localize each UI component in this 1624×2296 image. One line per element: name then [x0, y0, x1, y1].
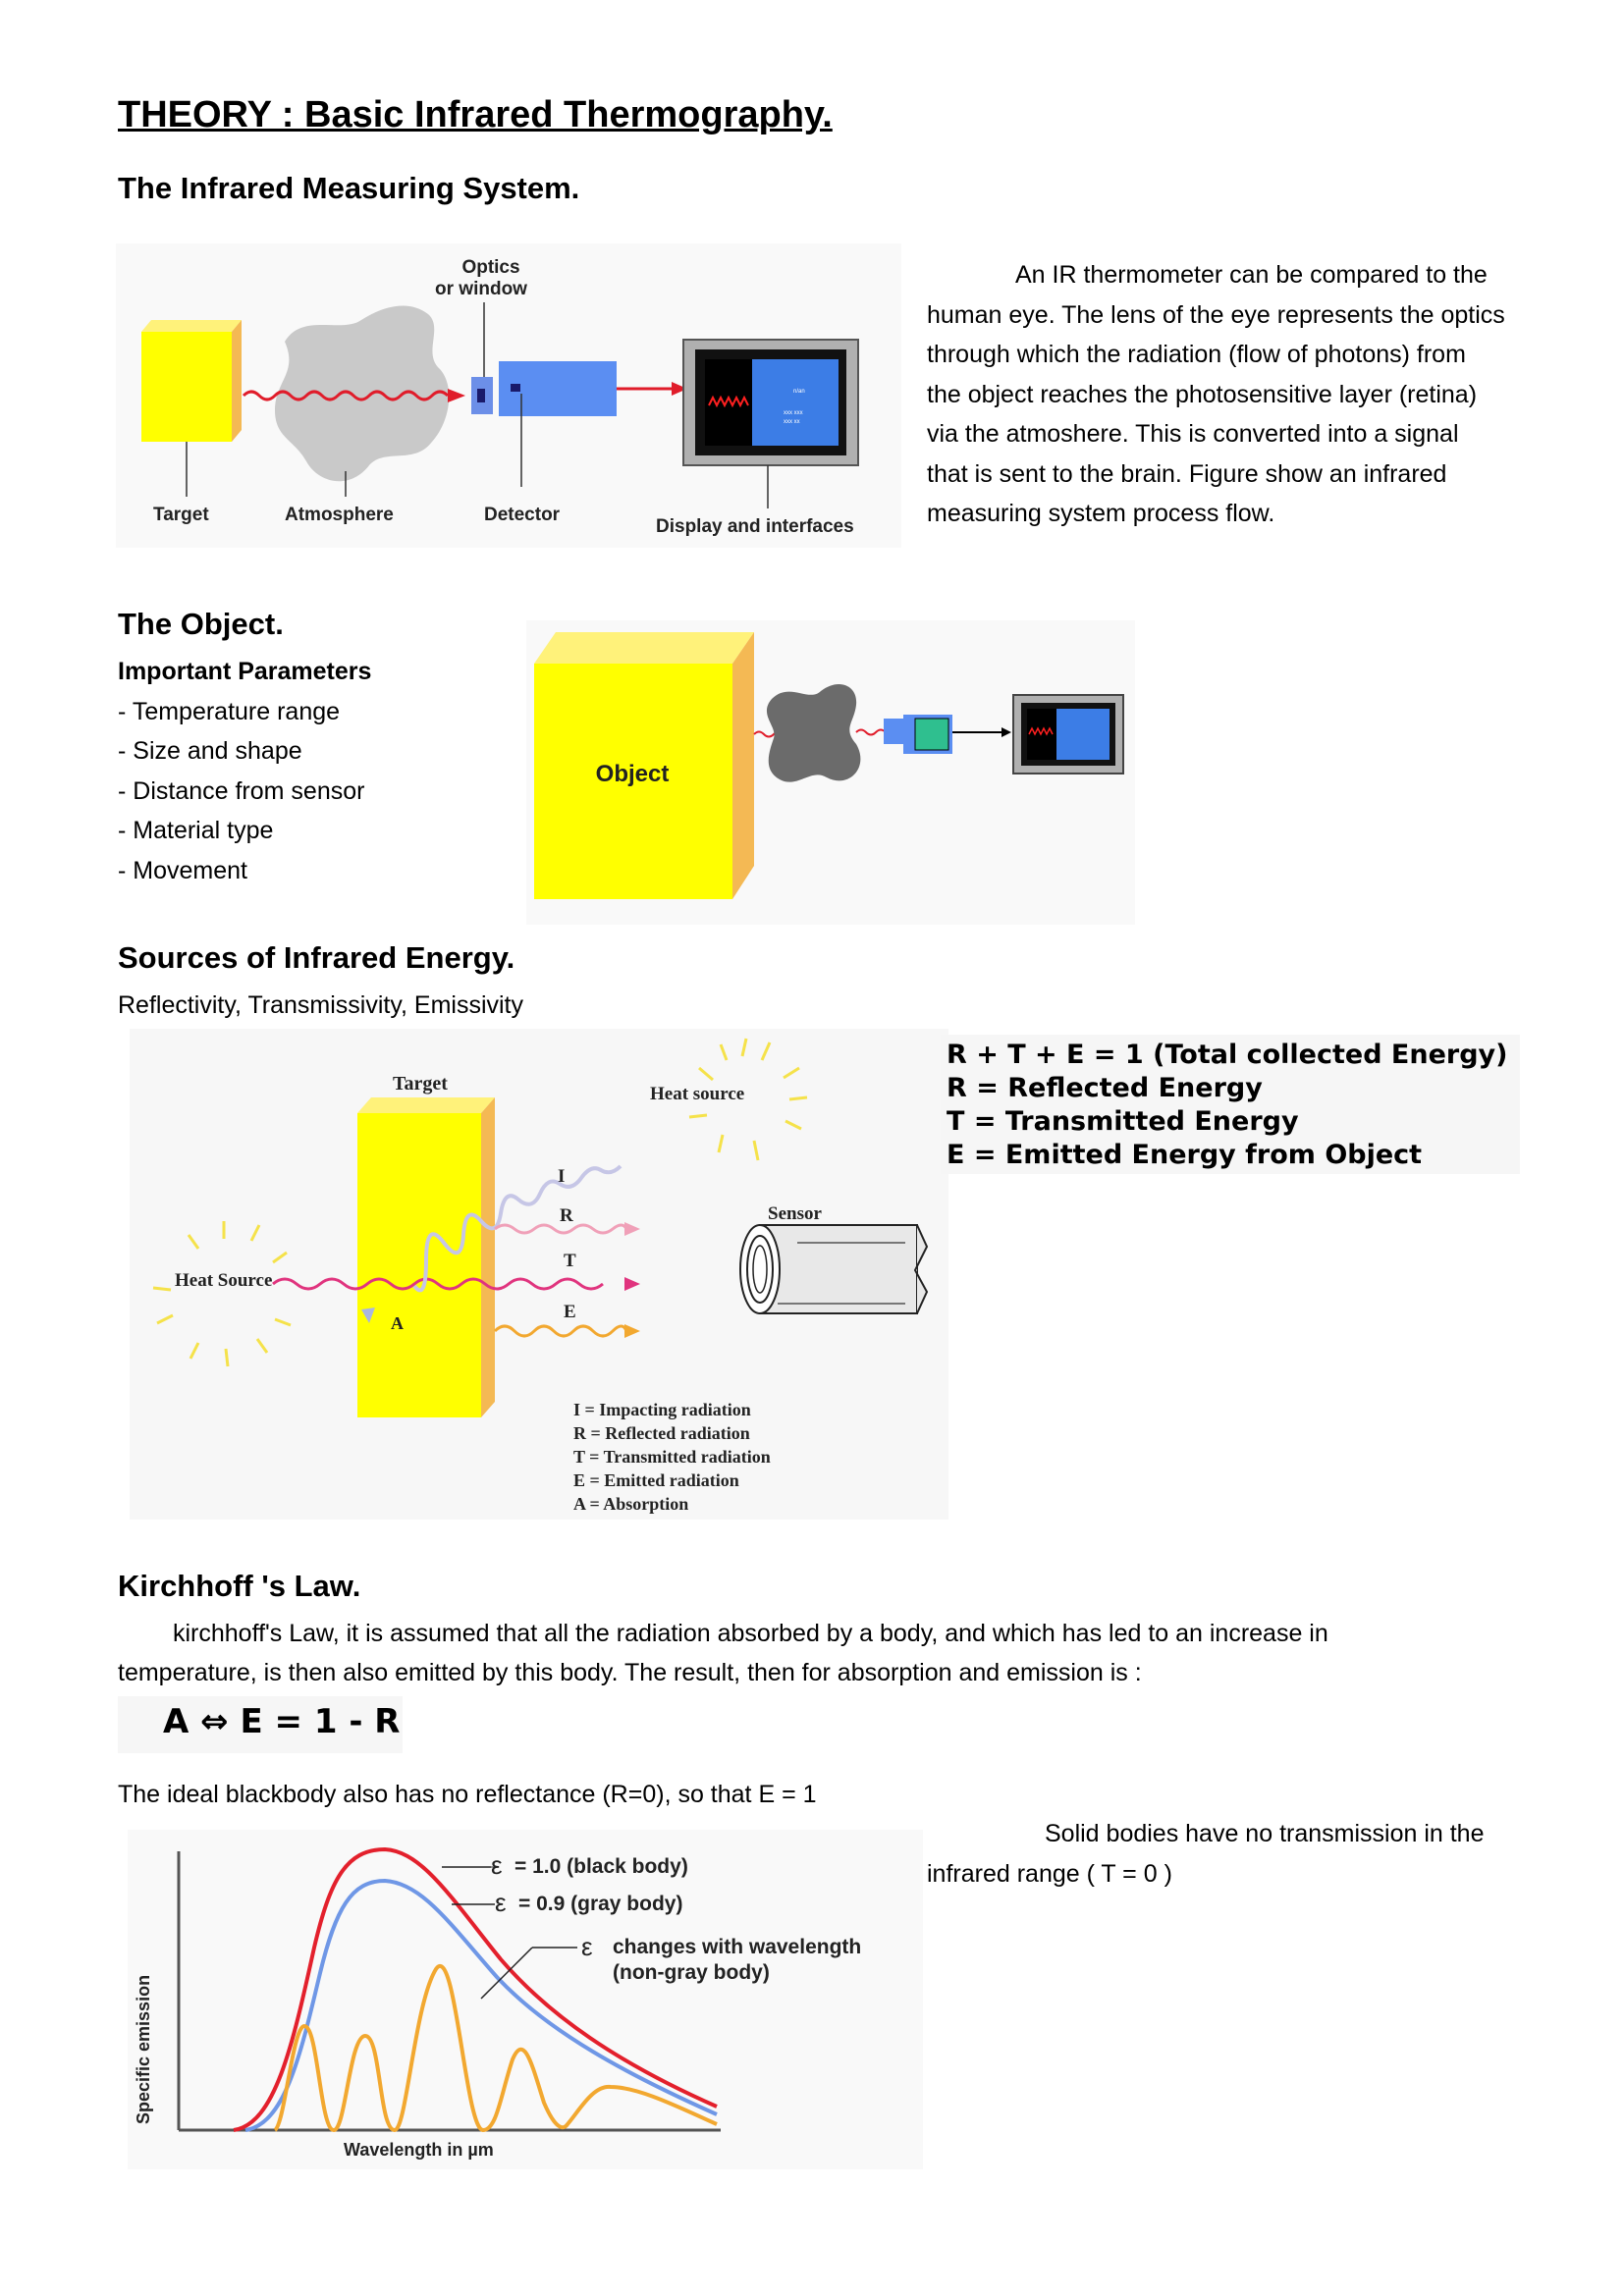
kirchhoff-paragraph: kirchhoff's Law, it is assumed that all … [118, 1620, 1328, 1686]
kirchhoff-formula-box: A ⇔ E = 1 - R [118, 1696, 403, 1753]
parameter-item: - Size and shape [118, 737, 302, 765]
section-heading-object: The Object. [118, 607, 284, 641]
equation-line: R = Reflected Energy [947, 1073, 1263, 1103]
label-A: A [391, 1313, 404, 1333]
ideal-blackbody-line: The ideal blackbody also has no reflecta… [118, 1781, 817, 1808]
label-R: R [560, 1205, 573, 1226]
label-black-body: = 1.0 (black body) [514, 1855, 688, 1878]
solid-bodies-note: Solid bodies have no transmission in the… [927, 1820, 1485, 1888]
parameter-item: - Distance from sensor [118, 776, 365, 805]
label-E: E [564, 1302, 576, 1322]
epsilon-symbol: ε [495, 1888, 507, 1917]
label-display: Display and interfaces [656, 516, 854, 537]
page-title: THEORY : Basic Infrared Thermography. [118, 94, 833, 135]
label-heat-source-left: Heat Source [175, 1270, 272, 1291]
label-non-gray-1: changes with wavelength [613, 1936, 861, 1958]
parameter-item: - Temperature range [118, 697, 341, 725]
label-atmosphere: Atmosphere [285, 505, 394, 525]
x-axis-label: Wavelength in µm [344, 2140, 494, 2160]
equation-line: E = Emitted Energy from Object [947, 1140, 1423, 1170]
legend-item: I = Impacting radiation [573, 1400, 751, 1419]
section-heading-sources: Sources of Infrared Energy. [118, 940, 515, 975]
legend-item: E = Emitted radiation [573, 1470, 739, 1490]
kirchhoff-formula: A ⇔ E = 1 - R [163, 1702, 401, 1741]
curve-black-body [233, 1846, 718, 2132]
label-detector: Detector [484, 505, 561, 525]
measuring-system-paragraph: An IR thermometer can be compared to the… [927, 261, 1505, 527]
label-heat-source-top: Heat source [650, 1084, 744, 1104]
object-diagram: Object [526, 620, 1135, 925]
object-label: Object [596, 761, 670, 787]
parameters-subheading: Important Parameters [118, 658, 372, 685]
emission-spectrum-chart: ε = 1.0 (black body) ε = 0.9 (gray body)… [128, 1830, 923, 2169]
label-non-gray-2: (non-gray body) [613, 1961, 770, 1984]
legend-item: R = Reflected radiation [573, 1423, 750, 1443]
legend-item: A = Absorption [573, 1494, 688, 1514]
label-optics: Optics [461, 257, 519, 278]
section-heading-kirchhoff: Kirchhoff 's Law. [118, 1569, 361, 1603]
label-sensor: Sensor [768, 1203, 822, 1224]
target-slab [357, 1113, 481, 1417]
section-heading-measuring-system: The Infrared Measuring System. [118, 171, 580, 205]
object-block [534, 664, 732, 899]
label-window: or window [435, 279, 527, 299]
equation-line: T = Transmitted Energy [947, 1106, 1299, 1137]
label-T: T [564, 1251, 576, 1271]
target-block [141, 332, 232, 442]
label-I: I [558, 1166, 565, 1187]
energy-equations-box: R + T + E = 1 (Total collected Energy) R… [941, 1035, 1520, 1174]
radiation-sources-diagram: Target Heat source Heat Source Sensor I … [130, 1029, 948, 1520]
label-gray-body: = 0.9 (gray body) [518, 1893, 682, 1915]
label-target: Target [393, 1073, 448, 1095]
svg-text:n/an: n/an [793, 389, 805, 395]
svg-text:xxx xx: xxx xx [784, 419, 800, 425]
equation-line: R + T + E = 1 (Total collected Energy) [947, 1040, 1508, 1070]
curve-gray-body [244, 1878, 718, 2132]
parameter-item: - Material type [118, 817, 274, 844]
legend-item: T = Transmitted radiation [573, 1447, 771, 1467]
sources-subtitle: Reflectivity, Transmissivity, Emissivity [118, 991, 524, 1019]
epsilon-symbol: ε [581, 1932, 593, 1961]
label-target: Target [153, 505, 209, 525]
atmosphere-cloud [275, 305, 450, 482]
parameter-item: - Movement [118, 856, 247, 884]
epsilon-symbol: ε [491, 1850, 503, 1880]
y-axis-label: Specific emission [134, 1975, 153, 2124]
important-parameters: Important Parameters - Temperature range… [118, 652, 371, 890]
curve-non-gray-body [273, 1963, 718, 2133]
ir-measuring-system-diagram: n/an xxx xxx xxx xx Optics or window Tar… [116, 243, 901, 548]
svg-text:xxx xxx: xxx xxx [784, 410, 803, 416]
